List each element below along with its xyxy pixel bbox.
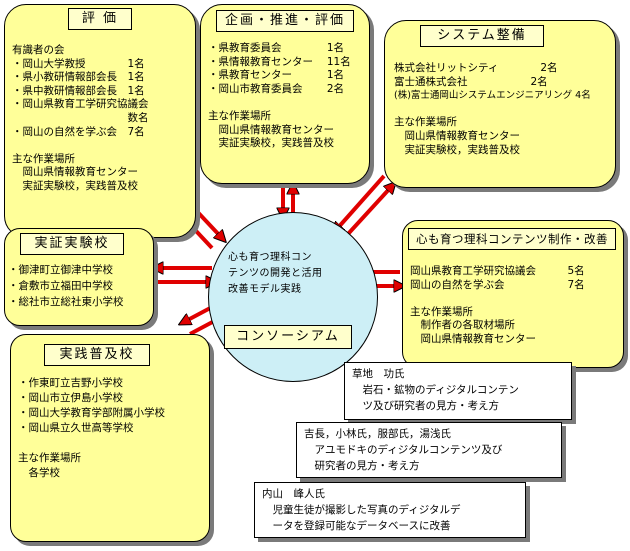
content-body: 岡山県教育工学研究協議会 5名 岡山の自然を学ぶ会 7名 主な作業場所 制作者の… [410, 265, 585, 347]
plan-line: ・県教育委員会 1名 [208, 42, 345, 54]
eval-line: 数名 [12, 111, 149, 124]
system-line: 実証実験校，実践普及校 [394, 143, 520, 156]
system-line: 岡山県情報教育センター [394, 129, 520, 142]
system-line: 富士通株式会社 2名 [394, 75, 548, 88]
note-line: ータを登録可能なデータベースに改善 [262, 520, 451, 532]
center-circle [208, 212, 378, 382]
note-box-kusachi [344, 362, 572, 420]
eval-line: ・県小教研情報部会長 1名 [12, 71, 145, 84]
eval-box [4, 4, 196, 238]
eval-line: 岡山県情報教育センター [12, 166, 138, 179]
note-line: 吉長，小林氏，服部氏，湯浅氏 [304, 428, 451, 440]
eval-line: ・岡山の自然を学ぶ会 7名 [12, 125, 145, 138]
plan-line: 岡山県情報教育センター [208, 123, 334, 136]
plan-line: ・県教育センター 1名 [208, 69, 345, 82]
arrow-system-to-center [336, 174, 386, 230]
center-line: 心も育つ理科コン [228, 252, 312, 263]
verify-body: ・御津町立御津中学校 ・倉敷市立福田中学校 ・総社市立総社東小学校 [8, 262, 124, 310]
verify-line: ・御津町立御津中学校 [8, 264, 113, 276]
content-line: 岡山の自然を学ぶ会 7名 [410, 278, 585, 291]
note-box-uchiyama [254, 482, 526, 538]
note-line: ツ及び研究者の見方・考え方 [352, 400, 499, 412]
note-text-uchiyama: 内山 峰人氏 児童生徒が撮影した写真のディジタルデ ータを登録可能なデータベース… [262, 486, 461, 534]
note-line: 岩石・鉱物のディジタルコンテン [352, 384, 519, 396]
plan-line [208, 96, 351, 110]
center-line: テンツの開発と活用 [228, 268, 323, 279]
practice-body: ・作東町立吉野小学校 ・岡山市立伊島小学校 ・岡山大学教育学部附属小学校 ・岡山… [18, 376, 165, 481]
system-title: システム整備 [420, 25, 544, 47]
note-text-yoshinaga: 吉長，小林氏，服部氏，湯浅氏 アユモドキのディジタルコンテンツ及び 研究者の見方… [304, 426, 502, 474]
eval-title: 評 価 [68, 8, 132, 30]
practice-box [10, 334, 210, 542]
eval-line: ・県中教研情報部会長 1名 [12, 84, 145, 97]
content-line: 制作者の各取材場所 [410, 319, 515, 332]
note-line: 研究者の見方・考え方 [304, 460, 420, 472]
eval-line: 有識者の会 [12, 44, 65, 56]
practice-line: 主な作業場所 [18, 452, 81, 464]
verify-title: 実証実験校 [20, 233, 124, 255]
center-line: 改善モデル実践 [228, 284, 302, 295]
plan-body: ・県教育委員会 1名 ・県情報教育センター 11名 ・県教育センター 1名 ・岡… [208, 42, 351, 151]
practice-line: ・岡山県立久世高等学校 [18, 422, 134, 434]
plan-line: 実証実験校，実践普及校 [208, 137, 334, 150]
note-line: 児童生徒が撮影した写真のディジタルデ [262, 504, 461, 516]
practice-line: ・作東町立吉野小学校 [18, 377, 123, 389]
eval-line: 主な作業場所 [12, 152, 75, 165]
note-line: 草地 功氏 [352, 368, 405, 380]
content-line: 主な作業場所 [410, 305, 473, 318]
system-line: 主な作業場所 [394, 116, 457, 129]
verify-line: ・倉敷市立福田中学校 [8, 280, 113, 292]
eval-line: ・岡山県教育工学研究協議会 [12, 98, 149, 111]
practice-line: 各学校 [18, 467, 60, 479]
system-line: (株)富士通岡山システムエンジニアリング 4名 [394, 90, 591, 102]
center-description: 心も育つ理科コン テンツの開発と活用 改善モデル実践 [228, 250, 323, 298]
eval-line: ・岡山大学教授 1名 [12, 57, 145, 70]
practice-line: ・岡山大学教育学部附属小学校 [18, 407, 165, 419]
practice-line [18, 436, 165, 451]
arrow-center-to-system [346, 186, 392, 236]
system-line [394, 103, 591, 117]
system-box [384, 20, 616, 188]
content-line: 岡山県教育工学研究協議会 5名 [410, 265, 585, 277]
plan-line: ・岡山市教育委員会 2名 [208, 82, 345, 95]
system-line: 株式会社リットシティ 2名 [394, 62, 558, 74]
plan-box [200, 4, 370, 184]
practice-line: ・岡山市立伊島小学校 [18, 392, 123, 404]
note-line: アユモドキのディジタルコンテンツ及び [304, 444, 503, 456]
eval-line: 実証実験校，実践普及校 [12, 179, 138, 192]
system-body: 株式会社リットシティ 2名 富士通株式会社 2名 (株)富士通岡山システムエンジ… [394, 62, 591, 157]
content-line [410, 292, 585, 306]
consortium-label: コンソーシアム [224, 325, 352, 349]
verify-line: ・総社市立総社東小学校 [8, 296, 124, 308]
plan-line: 主な作業場所 [208, 109, 271, 122]
note-box-yoshinaga [296, 422, 562, 478]
note-text-kusachi: 草地 功氏 岩石・鉱物のディジタルコンテン ツ及び研究者の見方・考え方 [352, 366, 519, 414]
note-line: 内山 峰人氏 [262, 488, 325, 500]
practice-title: 実践普及校 [44, 344, 150, 366]
content-title: 心も育つ理科コンテンツ制作・改善 [408, 228, 616, 250]
eval-line [12, 139, 149, 153]
content-line: 岡山県情報教育センター [410, 332, 536, 345]
plan-line: ・県情報教育センター 11名 [208, 55, 351, 68]
eval-body: 有識者の会 ・岡山大学教授 1名 ・県小教研情報部会長 1名 ・県中教研情報部会… [12, 44, 149, 194]
plan-title: 企画・推進・評価 [216, 10, 354, 32]
